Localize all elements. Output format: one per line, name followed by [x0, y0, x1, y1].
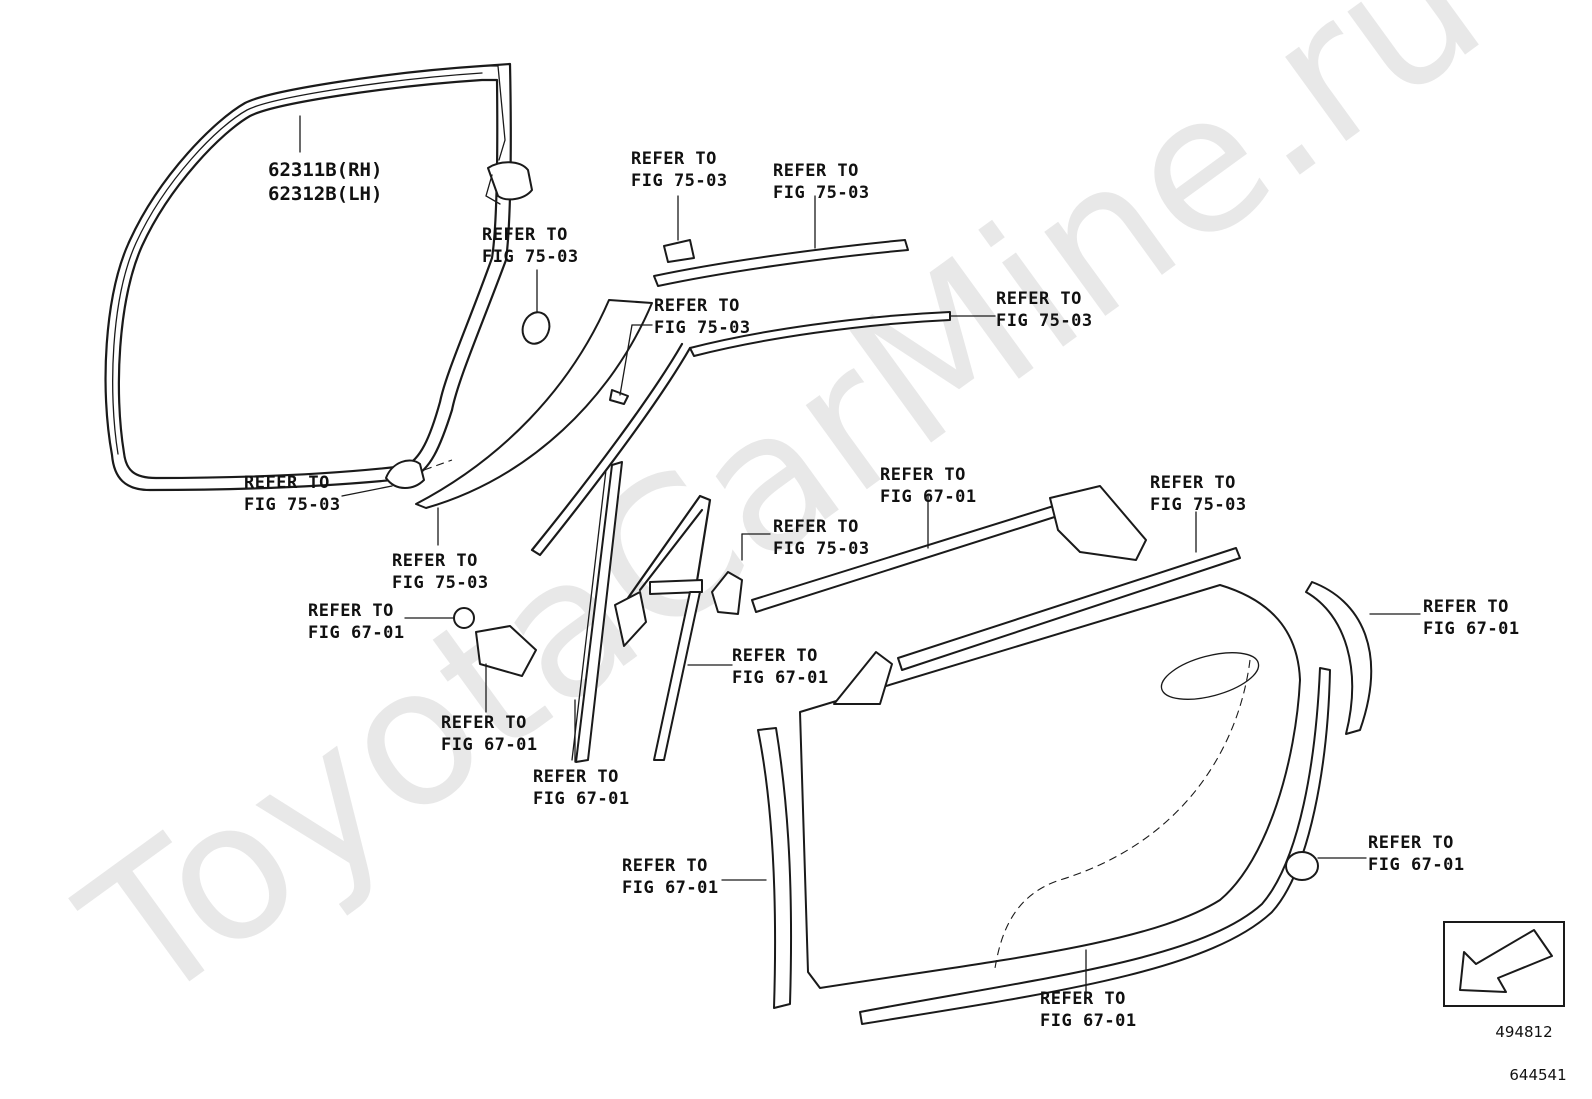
ref-label-16-line1: REFER TO	[622, 856, 708, 876]
grommet-clip[interactable]	[518, 269, 553, 347]
ref-label-7-line2: FIG 75-03	[392, 573, 489, 593]
ref-label-1[interactable]: REFER TO FIG 75-03	[482, 225, 579, 267]
ref-label-4-line2: FIG 75-03	[654, 318, 751, 338]
ref-label-5-line2: FIG 75-03	[996, 311, 1093, 331]
door-hinge-bracket[interactable]	[475, 625, 537, 713]
ref-label-10[interactable]: REFER TO FIG 75-03	[773, 517, 870, 559]
ref-label-13[interactable]: REFER TO FIG 67-01	[732, 646, 829, 688]
mirror-base-bracket[interactable]	[711, 533, 771, 615]
pillar-screw[interactable]	[609, 324, 653, 405]
door-front-weatherstrip[interactable]	[721, 727, 793, 1009]
ref-label-14-line2: FIG 67-01	[441, 735, 538, 755]
ref-label-18-line1: REFER TO	[1040, 989, 1126, 1009]
ref-label-1-line1: REFER TO	[482, 225, 568, 245]
ref-label-16-line2: FIG 67-01	[622, 878, 719, 898]
door-plug[interactable]	[1285, 851, 1367, 881]
pillar-garnish[interactable]	[415, 299, 653, 546]
ref-label-11[interactable]: REFER TO FIG 67-01	[308, 601, 405, 643]
arrow-down-left-icon	[1459, 929, 1553, 993]
ref-label-11-line2: FIG 67-01	[308, 623, 405, 643]
door-check-cap[interactable]	[404, 607, 475, 629]
ref-label-13-line1: REFER TO	[732, 646, 818, 666]
ref-label-10-line2: FIG 75-03	[773, 539, 870, 559]
roof-drip-molding-upper[interactable]	[653, 195, 909, 287]
door-glass-run-front[interactable]	[571, 461, 623, 763]
ref-label-15-line2: FIG 67-01	[533, 789, 630, 809]
ref-label-16[interactable]: REFER TO FIG 67-01	[622, 856, 719, 898]
ref-label-3-line1: REFER TO	[773, 161, 859, 181]
part-number-rh: 62311B(RH)	[268, 159, 382, 181]
door-rear-weatherstrip[interactable]	[1305, 581, 1421, 735]
ref-label-14-line1: REFER TO	[441, 713, 527, 733]
ref-label-17[interactable]: REFER TO FIG 67-01	[1368, 833, 1465, 875]
ref-label-9-line1: REFER TO	[1150, 473, 1236, 493]
ref-label-17-line1: REFER TO	[1368, 833, 1454, 853]
ref-label-2[interactable]: REFER TO FIG 75-03	[631, 149, 728, 191]
ref-label-18-line2: FIG 67-01	[1040, 1011, 1137, 1031]
door-belt-molding-outer[interactable]	[751, 485, 1147, 613]
ref-label-12-line2: FIG 67-01	[1423, 619, 1520, 639]
quarter-window-frame[interactable]	[574, 494, 733, 763]
figure-code: 644541	[1509, 1066, 1566, 1084]
ref-label-6[interactable]: REFER TO FIG 75-03	[244, 473, 341, 515]
ref-label-3[interactable]: REFER TO FIG 75-03	[773, 161, 870, 203]
ref-label-4-line1: REFER TO	[654, 296, 740, 316]
ref-label-4[interactable]: REFER TO FIG 75-03	[654, 296, 751, 338]
ref-label-8[interactable]: REFER TO FIG 67-01	[880, 465, 977, 507]
ref-label-17-line2: FIG 67-01	[1368, 855, 1465, 875]
roof-side-weatherstrip[interactable]	[530, 311, 996, 557]
ref-label-18[interactable]: REFER TO FIG 67-01	[1040, 989, 1137, 1031]
door-belt-weatherstrip[interactable]	[897, 511, 1241, 671]
door-panel-outer[interactable]	[799, 584, 1301, 989]
ref-label-5-line1: REFER TO	[996, 289, 1082, 309]
ref-label-14[interactable]: REFER TO FIG 67-01	[441, 713, 538, 755]
ref-label-15[interactable]: REFER TO FIG 67-01	[533, 767, 630, 809]
ref-label-9-line2: FIG 75-03	[1150, 495, 1247, 515]
ref-label-2-line1: REFER TO	[631, 149, 717, 169]
door-lower-weatherstrip[interactable]	[859, 667, 1331, 1025]
view-direction-box	[1443, 921, 1565, 1007]
ref-label-15-line1: REFER TO	[533, 767, 619, 787]
ref-label-1-line2: FIG 75-03	[482, 247, 579, 267]
ref-label-9[interactable]: REFER TO FIG 75-03	[1150, 473, 1247, 515]
ref-label-8-line2: FIG 67-01	[880, 487, 977, 507]
ref-label-3-line2: FIG 75-03	[773, 183, 870, 203]
ref-label-7[interactable]: REFER TO FIG 75-03	[392, 551, 489, 593]
ref-label-5[interactable]: REFER TO FIG 75-03	[996, 289, 1093, 331]
ref-label-8-line1: REFER TO	[880, 465, 966, 485]
ref-label-13-line2: FIG 67-01	[732, 668, 829, 688]
ref-label-7-line1: REFER TO	[392, 551, 478, 571]
ref-label-6-line2: FIG 75-03	[244, 495, 341, 515]
ref-label-2-line2: FIG 75-03	[631, 171, 728, 191]
door-opening-weatherstrip[interactable]	[104, 62, 533, 492]
ref-label-12[interactable]: REFER TO FIG 67-01	[1423, 597, 1520, 639]
ref-label-10-line1: REFER TO	[773, 517, 859, 537]
ref-label-6-line1: REFER TO	[244, 473, 330, 493]
ref-label-11-line1: REFER TO	[308, 601, 394, 621]
pillar-lower-clip[interactable]	[341, 459, 453, 497]
ref-label-12-line1: REFER TO	[1423, 597, 1509, 617]
view-code: 494812	[1495, 1023, 1552, 1041]
part-number-lh: 62312B(LH)	[268, 183, 382, 205]
